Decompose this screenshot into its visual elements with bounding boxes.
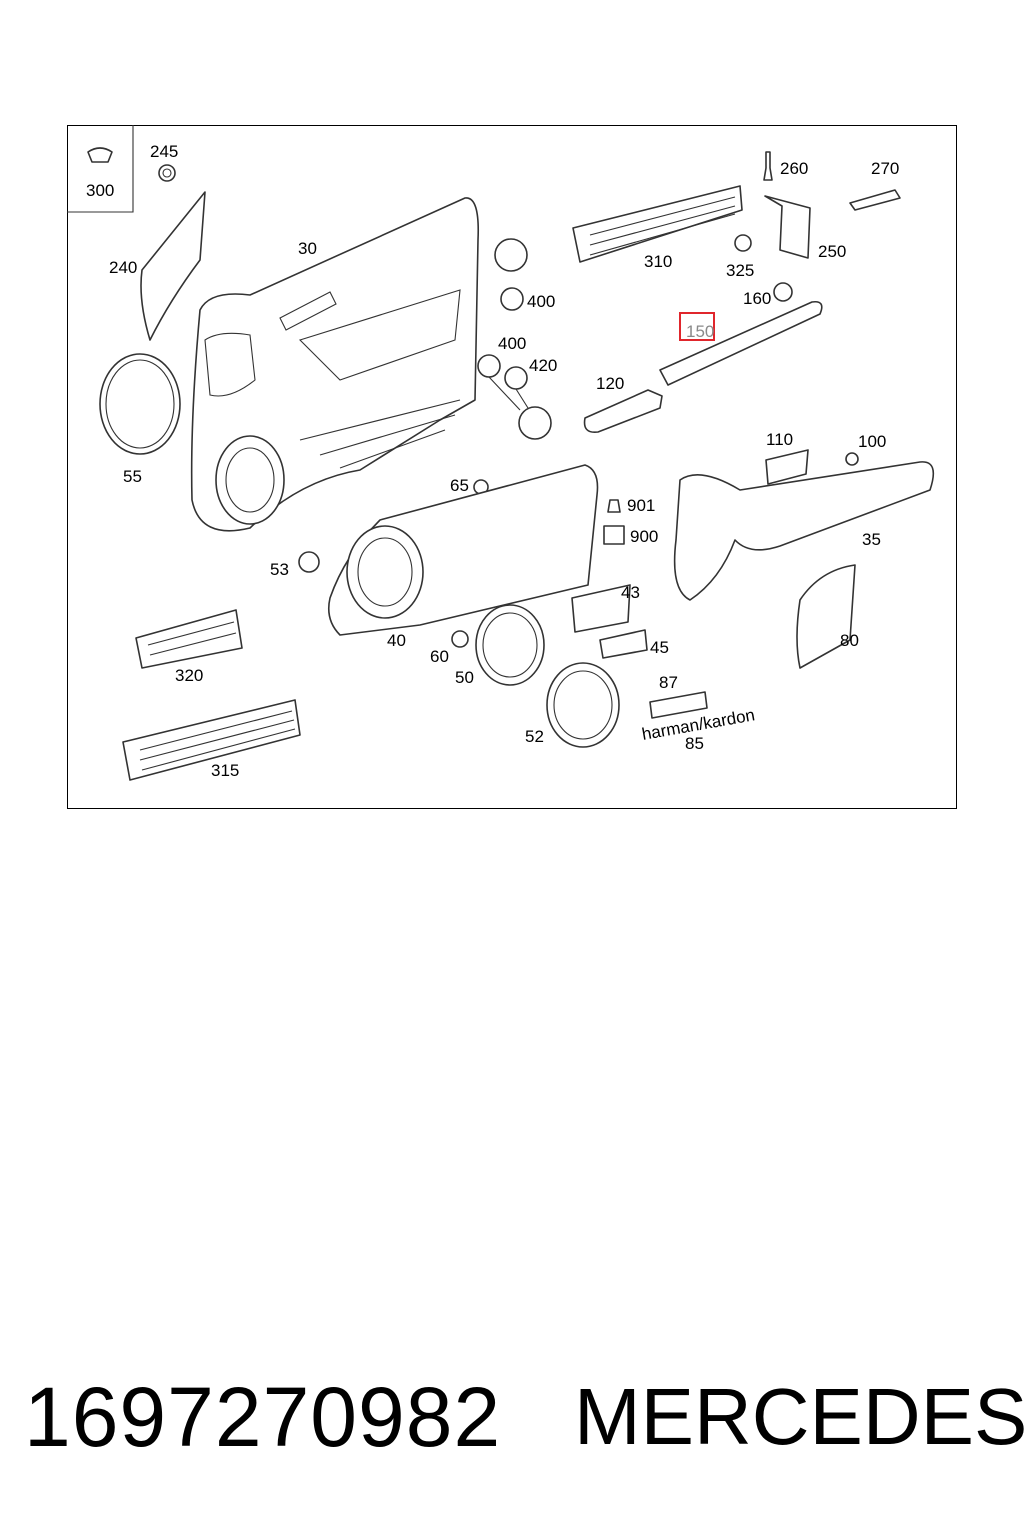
label-52: 52 — [525, 727, 544, 746]
part-160-clip — [773, 282, 793, 302]
label-150: 150 — [686, 322, 714, 341]
part-number: 1697270982 — [24, 1370, 502, 1464]
part-43-module — [571, 584, 631, 633]
label-80: 80 — [840, 631, 859, 650]
label-400b: 400 — [498, 334, 526, 353]
label-53: 53 — [270, 560, 289, 579]
label-300: 300 — [86, 181, 114, 200]
label-901: 901 — [627, 496, 655, 515]
diagram-frame — [67, 125, 957, 809]
part-310-grille — [572, 185, 743, 263]
part-300-plug — [87, 147, 113, 163]
label-420: 420 — [529, 356, 557, 375]
label-45: 45 — [650, 638, 669, 657]
label-245: 245 — [150, 142, 178, 161]
part-100-screw — [845, 452, 859, 466]
label-400a: 400 — [527, 292, 555, 311]
label-40: 40 — [387, 631, 406, 650]
part-325-screw — [734, 234, 752, 252]
label-260: 260 — [780, 159, 808, 178]
part-400-grommets — [477, 238, 552, 440]
label-325: 325 — [726, 261, 754, 280]
label-250: 250 — [818, 242, 846, 261]
label-87: 87 — [659, 673, 678, 692]
highlight-box — [679, 312, 715, 341]
part-250-bracket — [764, 195, 811, 259]
part-40-lower-panel — [327, 464, 599, 636]
part-35-armrest — [673, 461, 935, 601]
label-35: 35 — [862, 530, 881, 549]
part-50-ring — [475, 604, 545, 686]
part-900-switch — [603, 525, 625, 545]
label-900: 900 — [630, 527, 658, 546]
part-270-rivet — [849, 189, 901, 211]
part-150-trim-strip — [659, 300, 823, 386]
part-87-badge-base — [649, 691, 708, 719]
label-65: 65 — [450, 476, 469, 495]
label-315: 315 — [211, 761, 239, 780]
part-240-trim — [140, 191, 206, 341]
part-901-cap — [607, 499, 621, 513]
part-110-cover — [765, 449, 809, 485]
part-245-clip — [158, 164, 176, 182]
footer: 1697270982 MERCEDES — [0, 1362, 1024, 1472]
label-120: 120 — [596, 374, 624, 393]
part-53-stud — [298, 551, 320, 573]
part-120-handle — [583, 389, 663, 434]
label-60: 60 — [430, 647, 449, 666]
part-320-grille — [135, 609, 243, 669]
part-60-grommet — [451, 630, 469, 648]
label-43: 43 — [621, 583, 640, 602]
label-85: 85 — [685, 734, 704, 753]
part-315-grille — [122, 699, 301, 781]
label-55: 55 — [123, 467, 142, 486]
label-50: 50 — [455, 668, 474, 687]
label-100: 100 — [858, 432, 886, 451]
part-52-ring — [546, 662, 620, 748]
label-110: 110 — [766, 430, 793, 449]
part-80-panel — [796, 564, 856, 669]
label-320: 320 — [175, 666, 203, 685]
label-160: 160 — [743, 289, 771, 308]
label-310: 310 — [644, 252, 672, 271]
inset-box — [67, 125, 134, 213]
label-270: 270 — [871, 159, 899, 178]
label-240: 240 — [109, 258, 137, 277]
part-260-pin — [763, 151, 773, 181]
part-30-door-panel — [190, 197, 480, 532]
part-55-speaker-foil — [99, 353, 181, 455]
label-30: 30 — [298, 239, 317, 258]
part-45-cover — [599, 629, 648, 659]
brand-name: MERCEDES — [574, 1372, 1024, 1461]
